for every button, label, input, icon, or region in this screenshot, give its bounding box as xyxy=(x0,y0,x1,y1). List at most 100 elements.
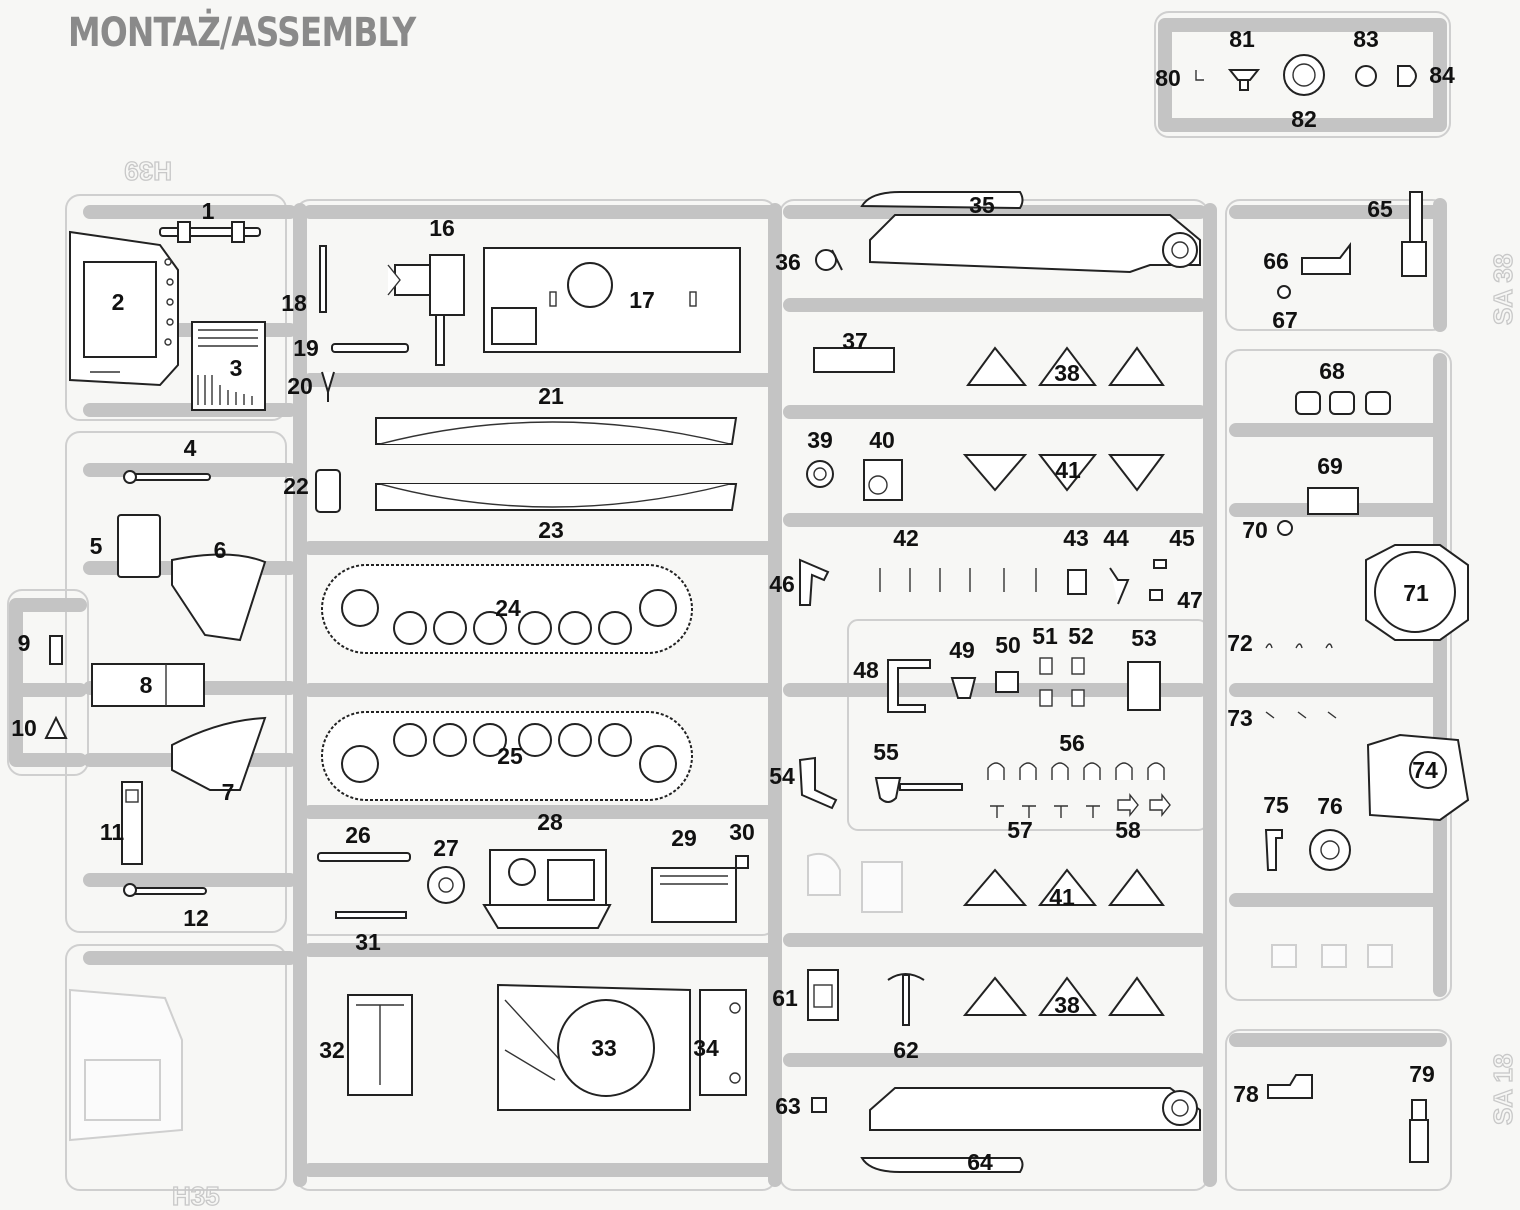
part-number-41: 41 xyxy=(1049,884,1075,910)
part-number-46: 46 xyxy=(769,571,795,597)
part-67-shape xyxy=(1277,285,1291,299)
part-number-45: 45 xyxy=(1169,525,1195,551)
part-57-58-shape xyxy=(990,793,1171,818)
part-number-58: 58 xyxy=(1115,817,1141,843)
part-number-23: 23 xyxy=(538,517,564,543)
part-number-30: 30 xyxy=(729,819,755,845)
part-number-55: 55 xyxy=(873,739,899,765)
part-78-shape xyxy=(1267,1074,1313,1099)
part-63-shape xyxy=(811,1097,827,1113)
part-number-28: 28 xyxy=(537,809,563,835)
part-44-shape xyxy=(1109,567,1130,605)
part-71-shape xyxy=(1365,544,1469,641)
part-66-shape xyxy=(1301,242,1351,275)
part-number-44: 44 xyxy=(1103,525,1129,551)
part-number-12: 12 xyxy=(183,905,209,931)
part-32-shape xyxy=(347,994,413,1096)
part-number-64: 64 xyxy=(967,1149,993,1175)
part-41-top-shape xyxy=(962,454,1165,492)
part-number-26: 26 xyxy=(345,822,371,848)
part-19-shape xyxy=(331,343,409,353)
part-1-shape xyxy=(159,221,261,243)
part-number-18: 18 xyxy=(281,290,307,316)
part-number-8: 8 xyxy=(140,672,153,698)
part-9-shape xyxy=(49,635,63,665)
faint-parts xyxy=(69,852,1393,1142)
part-64-shape xyxy=(860,1087,1201,1173)
part-21-shape xyxy=(375,417,738,445)
part-38-top-shape xyxy=(966,346,1165,386)
part-26-shape xyxy=(317,852,411,862)
part-number-82: 82 xyxy=(1291,106,1317,132)
part-number-20: 20 xyxy=(287,373,313,399)
part-75-shape xyxy=(1264,829,1283,871)
part-number-36: 36 xyxy=(775,249,801,275)
part-number-68: 68 xyxy=(1319,358,1345,384)
part-62-shape xyxy=(887,973,925,1026)
part-36-shape xyxy=(815,249,843,271)
part-2-shape xyxy=(69,230,179,387)
part-number-43: 43 xyxy=(1063,525,1089,551)
part-number-49: 49 xyxy=(949,637,975,663)
part-55-shape xyxy=(874,777,963,803)
part-number-76: 76 xyxy=(1317,793,1343,819)
part-number-37: 37 xyxy=(842,328,868,354)
sprue-runners xyxy=(9,18,1447,1187)
part-number-33: 33 xyxy=(591,1035,617,1061)
sprue-code-sa18: SA 18 xyxy=(1488,1054,1518,1125)
part-3-shape xyxy=(191,321,266,411)
part-76-shape xyxy=(1309,829,1351,871)
part-34-shape xyxy=(699,989,747,1096)
part-number-62: 62 xyxy=(893,1037,919,1063)
part-7-shape xyxy=(171,716,267,791)
part-82-shape xyxy=(1283,54,1325,96)
part-number-47: 47 xyxy=(1177,587,1203,613)
part-45-shape xyxy=(1153,559,1167,569)
part-number-5: 5 xyxy=(90,533,103,559)
part-number-72: 72 xyxy=(1227,630,1253,656)
part-74-shape xyxy=(1366,733,1470,822)
part-number-80: 80 xyxy=(1155,65,1181,91)
part-number-35: 35 xyxy=(969,192,995,218)
part-22-shape xyxy=(315,469,341,513)
part-39-shape xyxy=(806,460,834,488)
part-24-shape xyxy=(321,564,693,654)
part-number-7: 7 xyxy=(222,779,235,805)
part-number-27: 27 xyxy=(433,835,459,861)
part-number-71: 71 xyxy=(1403,580,1429,606)
page-title: MONTAŻ/ASSEMBLY xyxy=(68,10,416,56)
part-28-shape xyxy=(482,849,612,929)
part-81-shape xyxy=(1227,69,1261,91)
part-42-shape xyxy=(879,568,1037,592)
part-27-shape xyxy=(427,866,465,904)
part-number-74: 74 xyxy=(1412,757,1438,783)
part-53-shape xyxy=(1127,661,1161,711)
part-number-4: 4 xyxy=(184,435,197,461)
part-number-21: 21 xyxy=(538,383,564,409)
part-65-shape xyxy=(1401,191,1427,277)
part-number-42: 42 xyxy=(893,525,919,551)
part-number-66: 66 xyxy=(1263,248,1289,274)
part-number-22: 22 xyxy=(283,473,309,499)
part-79-shape xyxy=(1409,1099,1429,1163)
part-11-shape xyxy=(121,781,143,865)
part-73-shape xyxy=(1265,711,1337,719)
part-number-79: 79 xyxy=(1409,1061,1435,1087)
part-number-9: 9 xyxy=(18,630,31,656)
part-number-38: 38 xyxy=(1054,992,1080,1018)
part-68-shape xyxy=(1295,391,1391,415)
parts-drawings xyxy=(44,54,1470,1173)
part-23-shape xyxy=(375,483,738,511)
part-10-shape xyxy=(44,715,68,739)
part-number-81: 81 xyxy=(1229,26,1255,52)
part-number-32: 32 xyxy=(319,1037,345,1063)
part-30-shape xyxy=(735,855,749,869)
part-49-shape xyxy=(950,677,977,699)
part-35-shape xyxy=(860,191,1201,274)
part-4-shape xyxy=(123,470,211,484)
part-number-24: 24 xyxy=(495,595,521,621)
part-number-52: 52 xyxy=(1068,623,1094,649)
part-number-83: 83 xyxy=(1353,26,1379,52)
part-50-shape xyxy=(995,671,1019,693)
